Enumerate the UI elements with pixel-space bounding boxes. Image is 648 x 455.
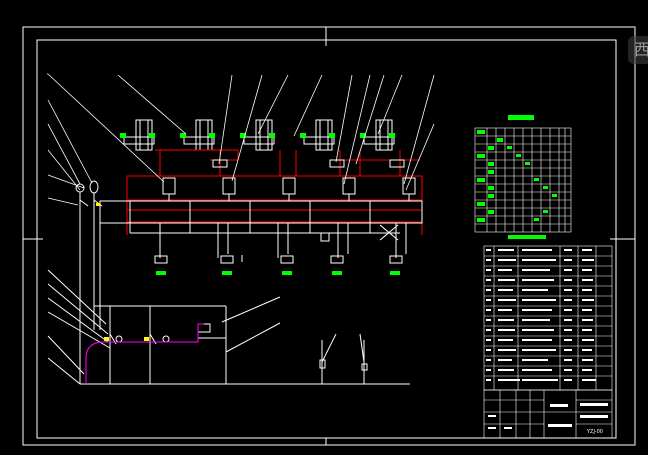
parts-list-entries bbox=[486, 249, 596, 381]
cylinder-1 bbox=[123, 119, 155, 151]
parts-list bbox=[483, 245, 613, 391]
center-marks bbox=[23, 27, 635, 445]
logic-table bbox=[474, 115, 572, 239]
green-markers bbox=[120, 133, 400, 275]
leader-lines bbox=[47, 73, 435, 206]
aux-circuit bbox=[47, 255, 410, 385]
lower-drops bbox=[154, 223, 407, 264]
main-manifold bbox=[99, 200, 423, 242]
drawing-code: YZJ-00 bbox=[586, 429, 603, 435]
watermark-badge: 西 bbox=[628, 36, 648, 64]
check-valve-icon bbox=[115, 335, 123, 343]
outer-frame bbox=[22, 26, 636, 446]
pump-icon bbox=[75, 183, 85, 193]
magenta-return-line bbox=[85, 323, 204, 384]
title-block-marks bbox=[488, 403, 608, 429]
red-pressure-lines bbox=[126, 149, 423, 235]
yellow-valves bbox=[96, 203, 149, 341]
pump-group bbox=[75, 180, 128, 384]
title-block bbox=[483, 389, 613, 439]
valve-row bbox=[162, 159, 416, 201]
motor-icon bbox=[89, 180, 99, 194]
